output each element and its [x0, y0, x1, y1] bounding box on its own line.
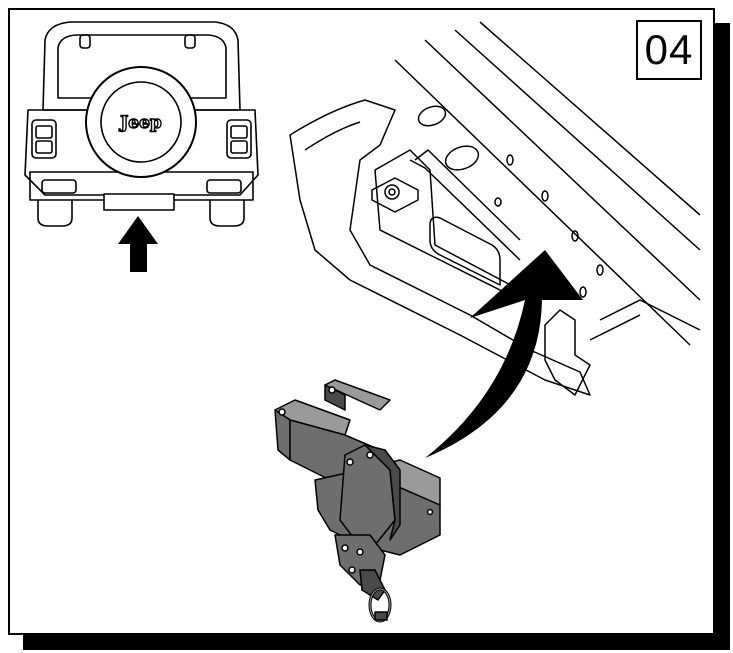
curved-arrow-icon [425, 250, 583, 458]
hitch-bracket [274, 379, 441, 623]
up-arrow-icon [118, 216, 158, 272]
spare-tire-logo: Jeep [118, 113, 162, 133]
vehicle-underbody [289, 21, 701, 396]
vehicle-rear-view [24, 21, 259, 227]
step-number-badge: 04 [636, 20, 702, 80]
